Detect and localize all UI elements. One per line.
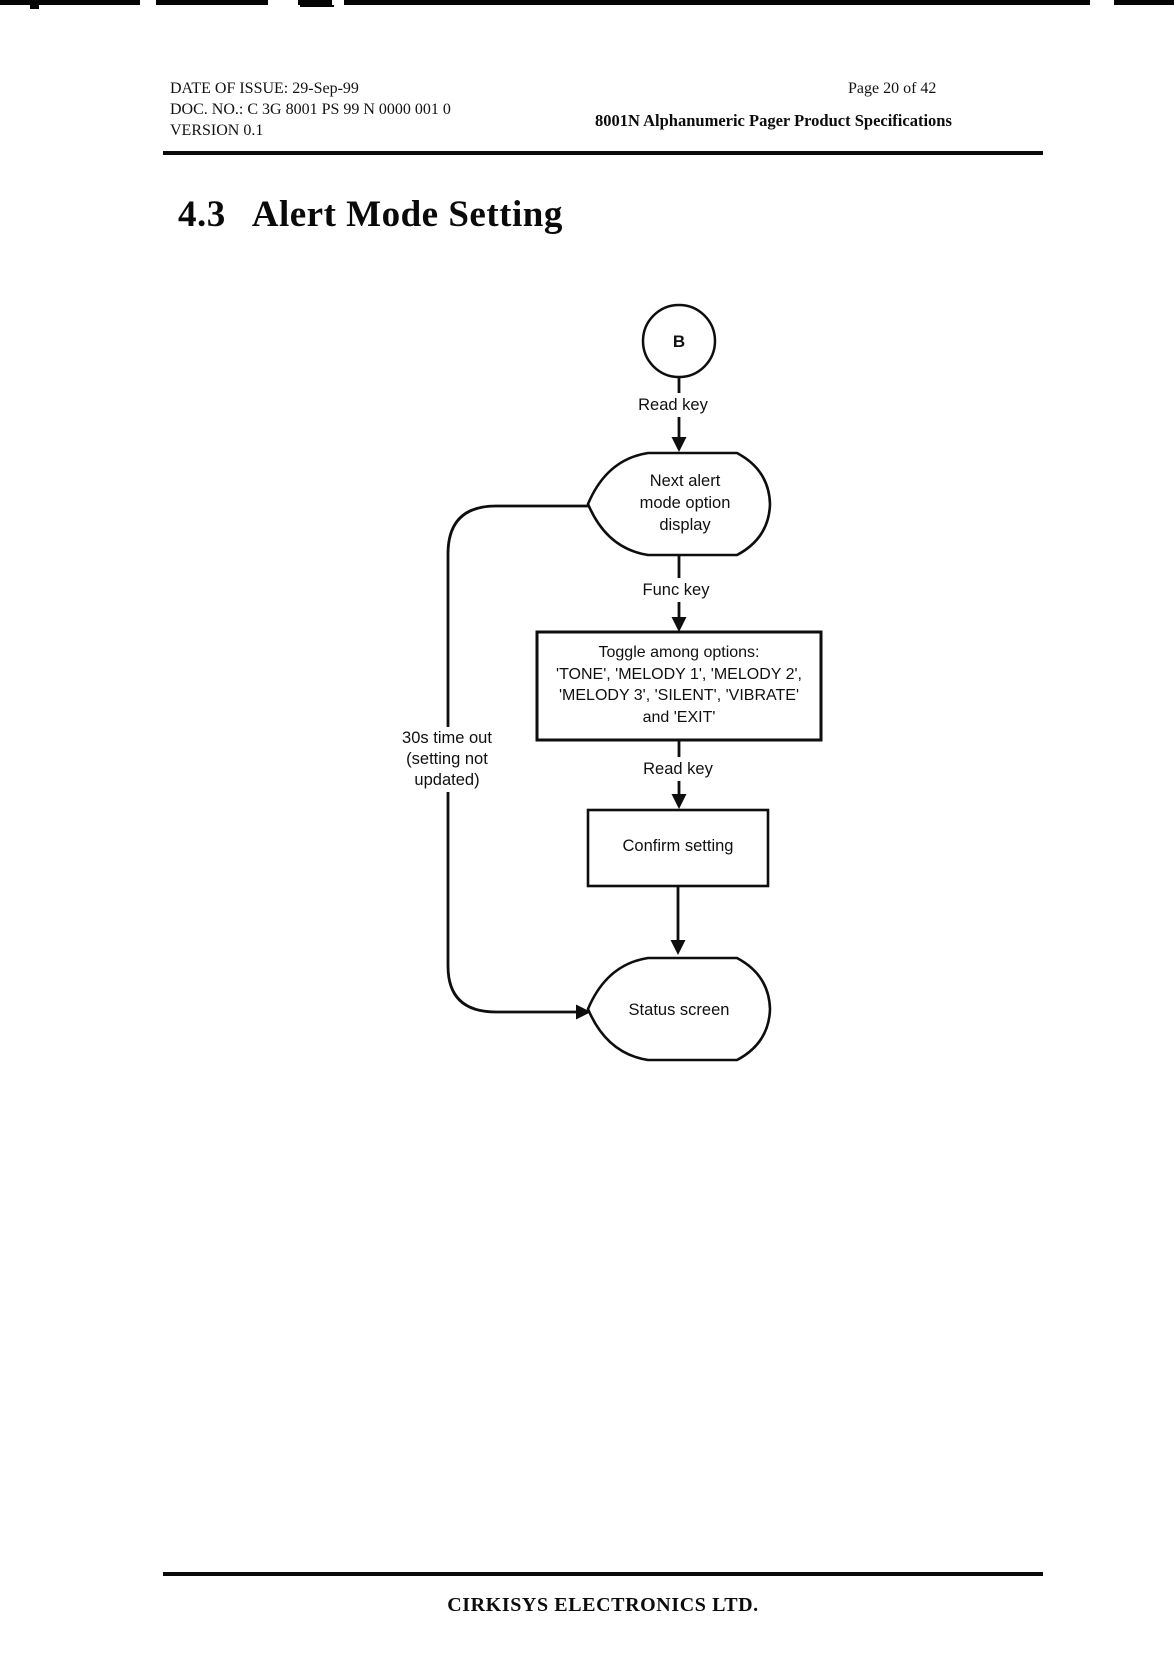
edge-label-func-key: Func key	[616, 578, 736, 602]
arrowhead-right-loop	[576, 1004, 591, 1020]
edge-label-timeout: 30s time out (setting not updated)	[377, 727, 517, 792]
scan-artifact-gap	[1090, 0, 1114, 5]
confirm-box-shape	[586, 808, 770, 888]
scan-artifact-dash	[300, 5, 334, 7]
footer-company: CIRKISYS ELECTRONICS LTD.	[447, 1594, 759, 1616]
arrowhead-down-3	[671, 794, 687, 809]
edge-label-read-key-bottom: Read key	[618, 757, 738, 781]
status-screen-shape	[586, 956, 772, 1062]
date-of-issue-line: DATE OF ISSUE: 29-Sep-99	[170, 80, 359, 97]
header-left-block: DATE OF ISSUE: 29-Sep-99 DOC. NO.: C 3G …	[170, 78, 451, 141]
footer-rule	[163, 1572, 1043, 1576]
version-line: VERSION 0.1	[170, 122, 264, 139]
arrowhead-down-4	[670, 940, 686, 955]
start-connector-label: B	[672, 332, 686, 351]
scan-artifact-gap	[332, 0, 344, 5]
document-title: 8001N Alphanumeric Pager Product Specifi…	[595, 111, 952, 130]
section-name: Alert Mode Setting	[251, 194, 563, 235]
arrowhead-down-1	[671, 437, 687, 452]
toggle-box-shape	[535, 630, 823, 742]
scan-artifact-gap	[268, 0, 298, 5]
header-rule	[163, 151, 1043, 155]
section-number: 4.3	[178, 194, 226, 235]
next-alert-display-shape	[586, 451, 772, 557]
node-label-status-screen: Status screen	[628, 1001, 730, 1019]
section-title: 4.3 Alert Mode Setting	[178, 193, 563, 236]
page-number: Page 20 of 42	[848, 80, 937, 97]
doc-no-line: DOC. NO.: C 3G 8001 PS 99 N 0000 001 0	[170, 101, 451, 118]
node-label-toggle-options: Toggle among options: 'TONE', 'MELODY 1'…	[556, 644, 802, 726]
edge-label-read-key-top: Read key	[613, 393, 733, 417]
scan-artifact-dash	[30, 5, 39, 9]
arrowhead-down-2	[671, 617, 687, 632]
scan-artifact-bar	[0, 0, 1174, 5]
node-label-next-alert-display: Next alert mode option display	[639, 472, 731, 534]
start-connector-shape	[641, 303, 717, 379]
node-label-confirm-setting: Confirm setting	[622, 837, 734, 855]
scan-artifact-gap	[140, 0, 156, 5]
